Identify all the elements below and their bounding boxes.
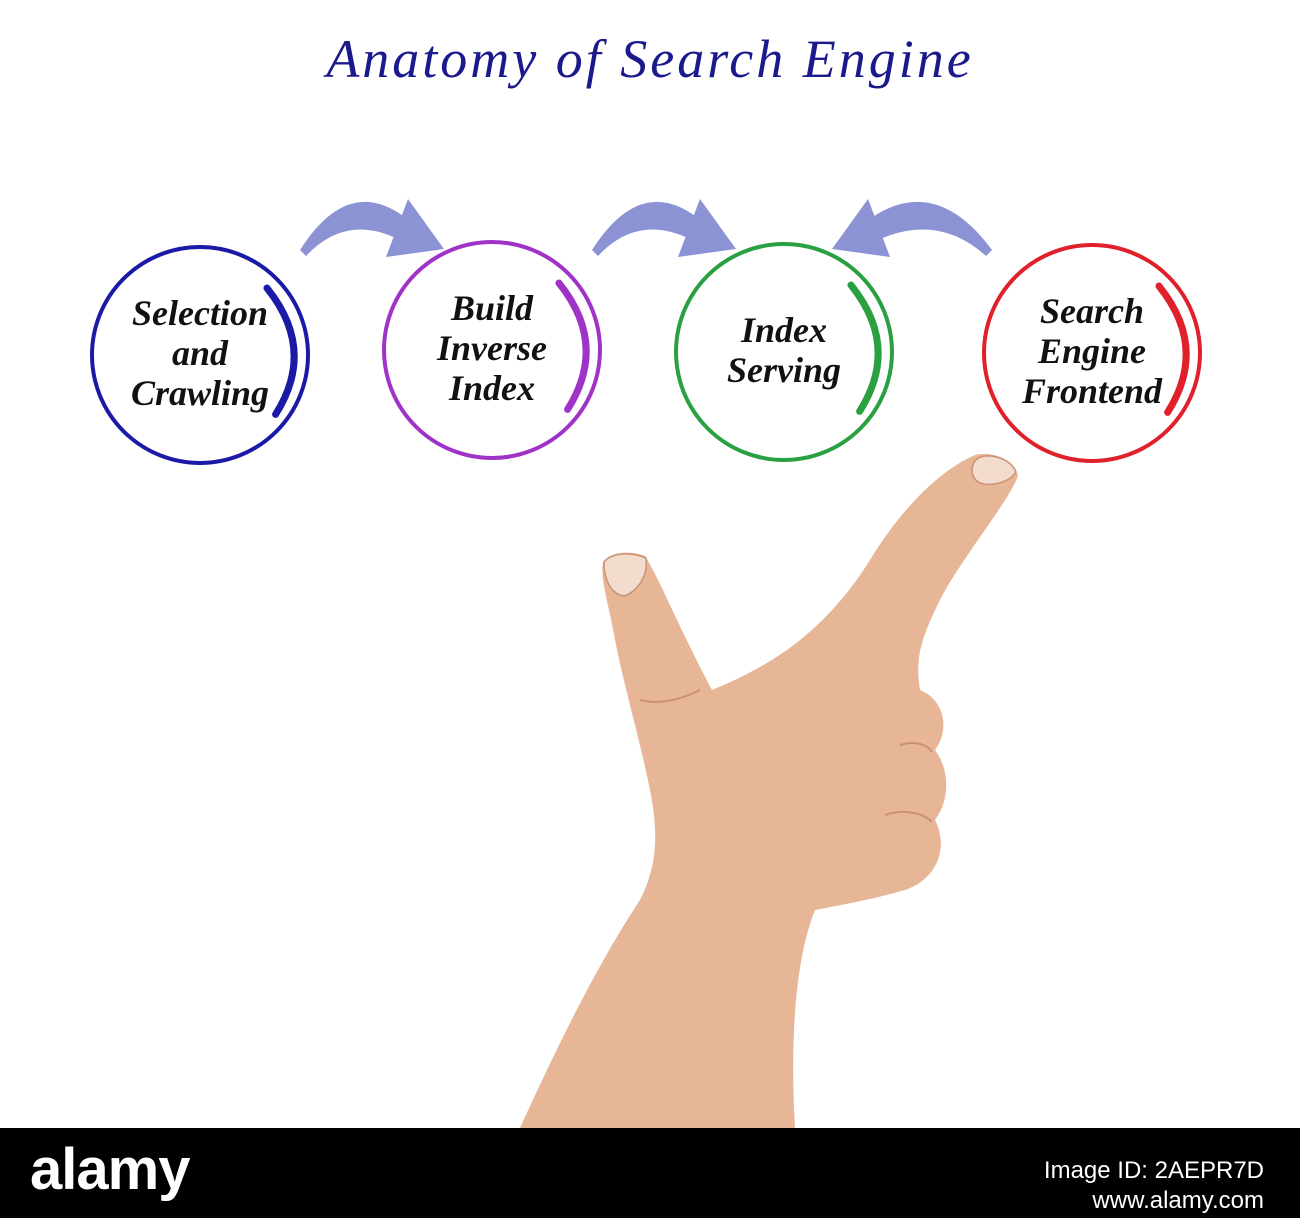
diagram-title: Anatomy of Search Engine [326, 29, 974, 89]
node-label-line: Serving [726, 350, 841, 390]
knuckle-crease [884, 811, 933, 823]
arrow-shaft [864, 201, 992, 256]
flow-arrow-3 [832, 199, 992, 257]
node-circle-4 [982, 243, 1202, 463]
image-id-line: Image ID: 2AEPR7D [1043, 1157, 1264, 1184]
website-line: www.alamy.com [1092, 1187, 1264, 1214]
node-circle-3 [674, 242, 894, 462]
thumb-crease [639, 689, 701, 703]
hand-arm [520, 453, 1018, 1128]
node-label-line: Frontend [1021, 371, 1163, 411]
flow-arrow-2 [592, 199, 736, 257]
arrows-layer [300, 199, 992, 257]
thumb-fingernail [603, 553, 648, 597]
index-fingernail [971, 455, 1017, 486]
node-circle-accent-2 [555, 279, 590, 413]
node-label-line: Index [448, 368, 535, 408]
node-label-line: Search [1039, 291, 1144, 331]
knuckle-crease [899, 742, 933, 753]
node-circle-accent-4 [1155, 282, 1190, 416]
node-label-line: Selection [132, 293, 268, 333]
node-circle-accent-3 [847, 281, 882, 415]
node-label-line: Engine [1037, 331, 1147, 371]
node-circle-2 [382, 240, 602, 460]
node-label-line: Index [740, 310, 827, 350]
flow-arrow-1 [300, 199, 444, 257]
circles-layer [90, 240, 1202, 465]
arrow-shaft [592, 201, 704, 256]
node-label-line: Build [450, 288, 534, 328]
arrow-head [832, 199, 890, 257]
arrow-head [678, 199, 736, 257]
node-label-line: Inverse [437, 328, 547, 368]
arrow-head [386, 199, 444, 257]
brand-logo: alamy [30, 1137, 190, 1202]
watermark-footer: alamy Image ID: 2AEPR7D www.alamy.com [0, 1128, 1300, 1218]
arrow-shaft [300, 201, 412, 256]
node-label-line: and [171, 333, 229, 373]
node-circle-accent-1 [263, 284, 298, 418]
node-circle-1 [90, 245, 310, 465]
node-label-line: Crawling [130, 373, 270, 413]
image-id-text: Image ID: 2AEPR7D www.alamy.com [1044, 1156, 1264, 1216]
